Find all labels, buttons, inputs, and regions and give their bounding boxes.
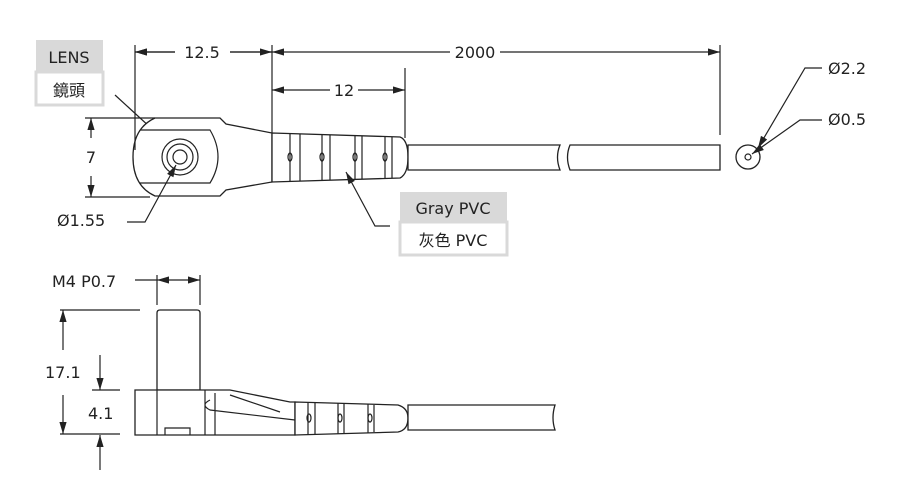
- material-label-en: Gray PVC: [415, 199, 490, 218]
- dim-body-thickness: 4.1: [88, 404, 113, 423]
- dim-total-height: 17.1: [45, 363, 81, 382]
- top-dimensions: 12.5 2000 12 7 Ø1.55 Ø2.2 Ø0.5: [57, 43, 866, 230]
- dim-cable-length: 2000: [455, 43, 496, 62]
- lens-label-en: LENS: [48, 48, 89, 67]
- dim-cable-diameter: Ø2.2: [828, 59, 866, 78]
- material-label: Gray PVC 灰色 PVC: [398, 192, 509, 257]
- top-view: [132, 117, 761, 197]
- dim-boot-length: 12: [334, 81, 354, 100]
- dim-thread: M4 P0.7: [52, 272, 116, 291]
- material-label-zh: 灰色 PVC: [419, 231, 488, 250]
- material-leader: [345, 171, 390, 227]
- dim-head-height: 7: [86, 148, 96, 167]
- lens-label: LENS 鏡頭: [34, 40, 105, 107]
- dim-lens-diameter: Ø1.55: [57, 211, 105, 230]
- side-dimensions: M4 P0.7 17.1 4.1: [45, 272, 201, 470]
- dim-head-length: 12.5: [184, 43, 220, 62]
- dim-core-diameter: Ø0.5: [828, 110, 866, 129]
- lens-label-zh: 鏡頭: [53, 81, 85, 100]
- side-view: [134, 309, 556, 436]
